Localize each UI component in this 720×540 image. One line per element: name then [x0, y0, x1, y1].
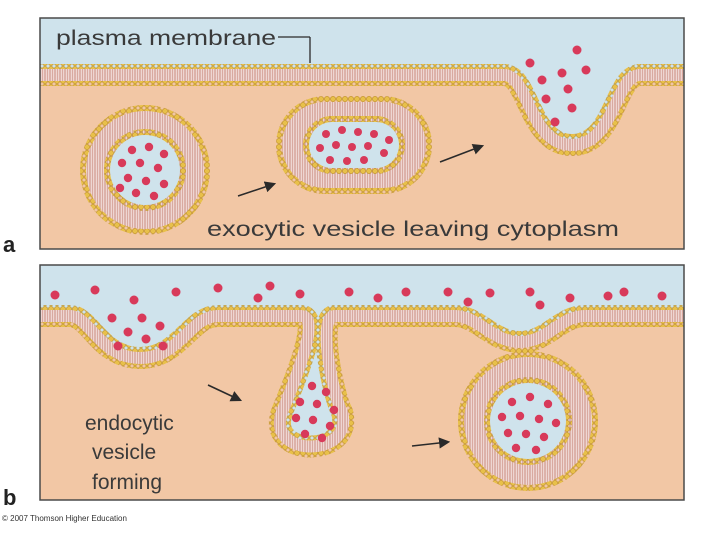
plasma-membrane-label: plasma membrane — [56, 27, 276, 50]
exocytic-vesicle-1 — [80, 105, 210, 235]
panel-a-border — [39, 17, 685, 250]
panel-b-caption-line-3: forming — [92, 471, 162, 494]
extracellular-region — [40, 18, 684, 145]
arrow-b1 — [207, 384, 243, 402]
panel-b: endocytic vesicle forming — [39, 264, 685, 501]
plasma-membrane — [40, 64, 684, 156]
panel-b-caption-line-2: vesicle — [92, 441, 156, 464]
arrow-a1 — [237, 181, 277, 197]
vesicle-2-cargo — [316, 126, 393, 165]
plasma-membrane-b — [40, 305, 684, 458]
copyright-credit: © 2007 Thomson Higher Education — [2, 514, 127, 523]
exocytic-vesicle-2 — [276, 96, 432, 194]
panel-a: plasma membrane exocytic vesicle leaving… — [39, 17, 685, 250]
vesicle-1-cargo — [115, 142, 169, 201]
panel-a-letter: a — [3, 232, 16, 257]
endocytic-vesicle — [458, 351, 598, 491]
endocytic-vesicle-cargo — [497, 392, 561, 455]
extracellular-cargo — [50, 281, 667, 443]
panel-b-border — [39, 264, 685, 501]
arrow-b2 — [411, 437, 451, 449]
panel-b-caption-line-1: endocytic — [85, 412, 174, 435]
panel-a-caption: exocytic vesicle leaving cytoplasm — [207, 218, 619, 241]
arrow-a2 — [439, 143, 485, 163]
exocytosis-cargo — [525, 45, 591, 127]
panel-b-letter: b — [3, 485, 16, 510]
